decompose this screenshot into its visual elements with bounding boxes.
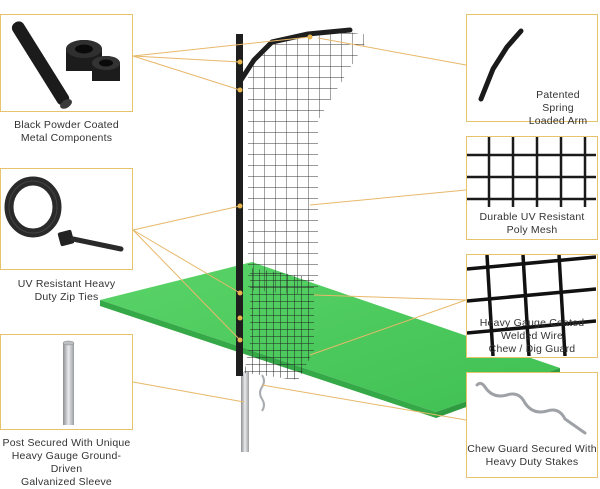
stake-icon: [475, 381, 587, 435]
ground-sleeve-icon: [62, 340, 75, 425]
stakes-caption: Chew Guard Secured With Heavy Duty Stake…: [467, 443, 597, 469]
leader-lines: [132, 36, 467, 421]
spring-arm-line1: Patented Spring: [536, 89, 580, 114]
ground-stake: [259, 374, 265, 412]
post-sleeve-line2: Heavy Gauge Ground-Driven: [11, 450, 122, 475]
welded-wire-icon: [467, 255, 596, 356]
welded-wire-box: Heavy Gauge Coated Welded Wire Chew / Di…: [466, 254, 598, 358]
stakes-line1: Chew Guard Secured With: [467, 443, 597, 455]
galvanized-sleeve: [241, 372, 249, 452]
black-powder-line1: Black Powder Coated: [14, 119, 119, 131]
poly-mesh-icon: [467, 137, 596, 207]
black-powder-line2: Metal Components: [20, 132, 113, 144]
poly-mesh-line2: Poly Mesh: [506, 224, 558, 236]
post-sleeve-line1: Post Secured With Unique: [2, 437, 131, 449]
poly-mesh-caption: Durable UV Resistant Poly Mesh: [467, 211, 597, 237]
spring-arm-line2: Loaded Arm: [528, 115, 588, 127]
pipe-fittings-icon: [11, 21, 120, 109]
poly-mesh-line1: Durable UV Resistant: [479, 211, 585, 223]
welded-wire-line3: Chew / Dig Guard: [488, 343, 576, 355]
spring-arm-caption: Patented Spring Loaded Arm: [519, 89, 597, 128]
poly-mesh-box: Durable UV Resistant Poly Mesh: [466, 136, 598, 240]
stakes-box: Chew Guard Secured With Heavy Duty Stake…: [466, 372, 598, 478]
zip-ties-image: [0, 168, 133, 270]
welded-wire-line1: Heavy Gauge Coated: [479, 317, 585, 329]
zip-ties-line2: Duty Zip Ties: [34, 291, 99, 303]
zip-ties-caption: UV Resistant Heavy Duty Zip Ties: [0, 278, 133, 304]
stakes-line2: Heavy Duty Stakes: [485, 456, 579, 468]
welded-wire-caption: Heavy Gauge Coated Welded Wire Chew / Di…: [467, 317, 597, 356]
post-sleeve-line3: Galvanized Sleeve: [21, 476, 112, 488]
post-sleeve-image: [0, 334, 133, 430]
spring-arm: [238, 27, 353, 83]
zip-tie-icon: [4, 176, 124, 252]
post-sleeve-caption: Post Secured With Unique Heavy Gauge Gro…: [0, 437, 133, 489]
welded-wire-panel: [250, 268, 314, 350]
welded-wire-apron: [244, 342, 314, 380]
spring-arm-box: Patented Spring Loaded Arm: [466, 14, 598, 127]
spring-arm-icon: [478, 28, 524, 102]
welded-wire-line2: Welded Wire: [500, 330, 564, 342]
black-powder-image: [0, 14, 133, 112]
poly-mesh-net: [248, 32, 370, 296]
black-powder-caption: Black Powder Coated Metal Components: [0, 119, 133, 145]
zip-ties-line1: UV Resistant Heavy: [17, 278, 116, 290]
